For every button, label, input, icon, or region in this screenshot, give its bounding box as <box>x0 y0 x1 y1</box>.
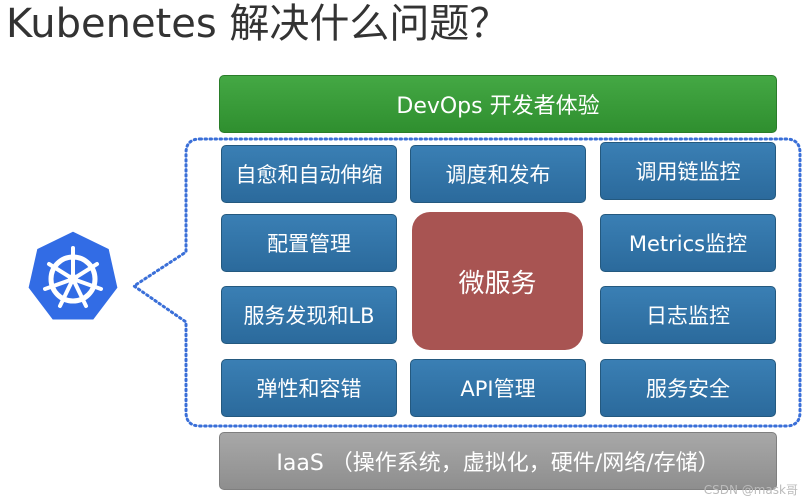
devops-layer: DevOps 开发者体验 <box>219 75 777 133</box>
capability-api-management: API管理 <box>410 359 586 417</box>
core-microservices: 微服务 <box>412 212 583 350</box>
callout-outline <box>131 137 802 428</box>
capability-service-discovery: 服务发现和LB <box>221 286 397 344</box>
capability-security: 服务安全 <box>600 359 776 417</box>
capability-scheduling: 调度和发布 <box>410 145 586 203</box>
kubernetes-logo-icon <box>25 228 121 323</box>
capability-self-healing: 自愈和自动伸缩 <box>221 145 397 203</box>
page-title: Kubenetes 解决什么问题？ <box>6 1 510 47</box>
capability-tracing: 调用链监控 <box>600 142 776 200</box>
capability-resilience: 弹性和容错 <box>221 359 397 417</box>
capability-config-management: 配置管理 <box>221 214 397 272</box>
capability-logging: 日志监控 <box>600 286 776 344</box>
iaas-layer: IaaS （操作系统，虚拟化，硬件/网络/存储） <box>219 432 777 490</box>
capability-metrics: Metrics监控 <box>600 214 776 272</box>
watermark: CSDN @mask哥 <box>703 483 798 497</box>
